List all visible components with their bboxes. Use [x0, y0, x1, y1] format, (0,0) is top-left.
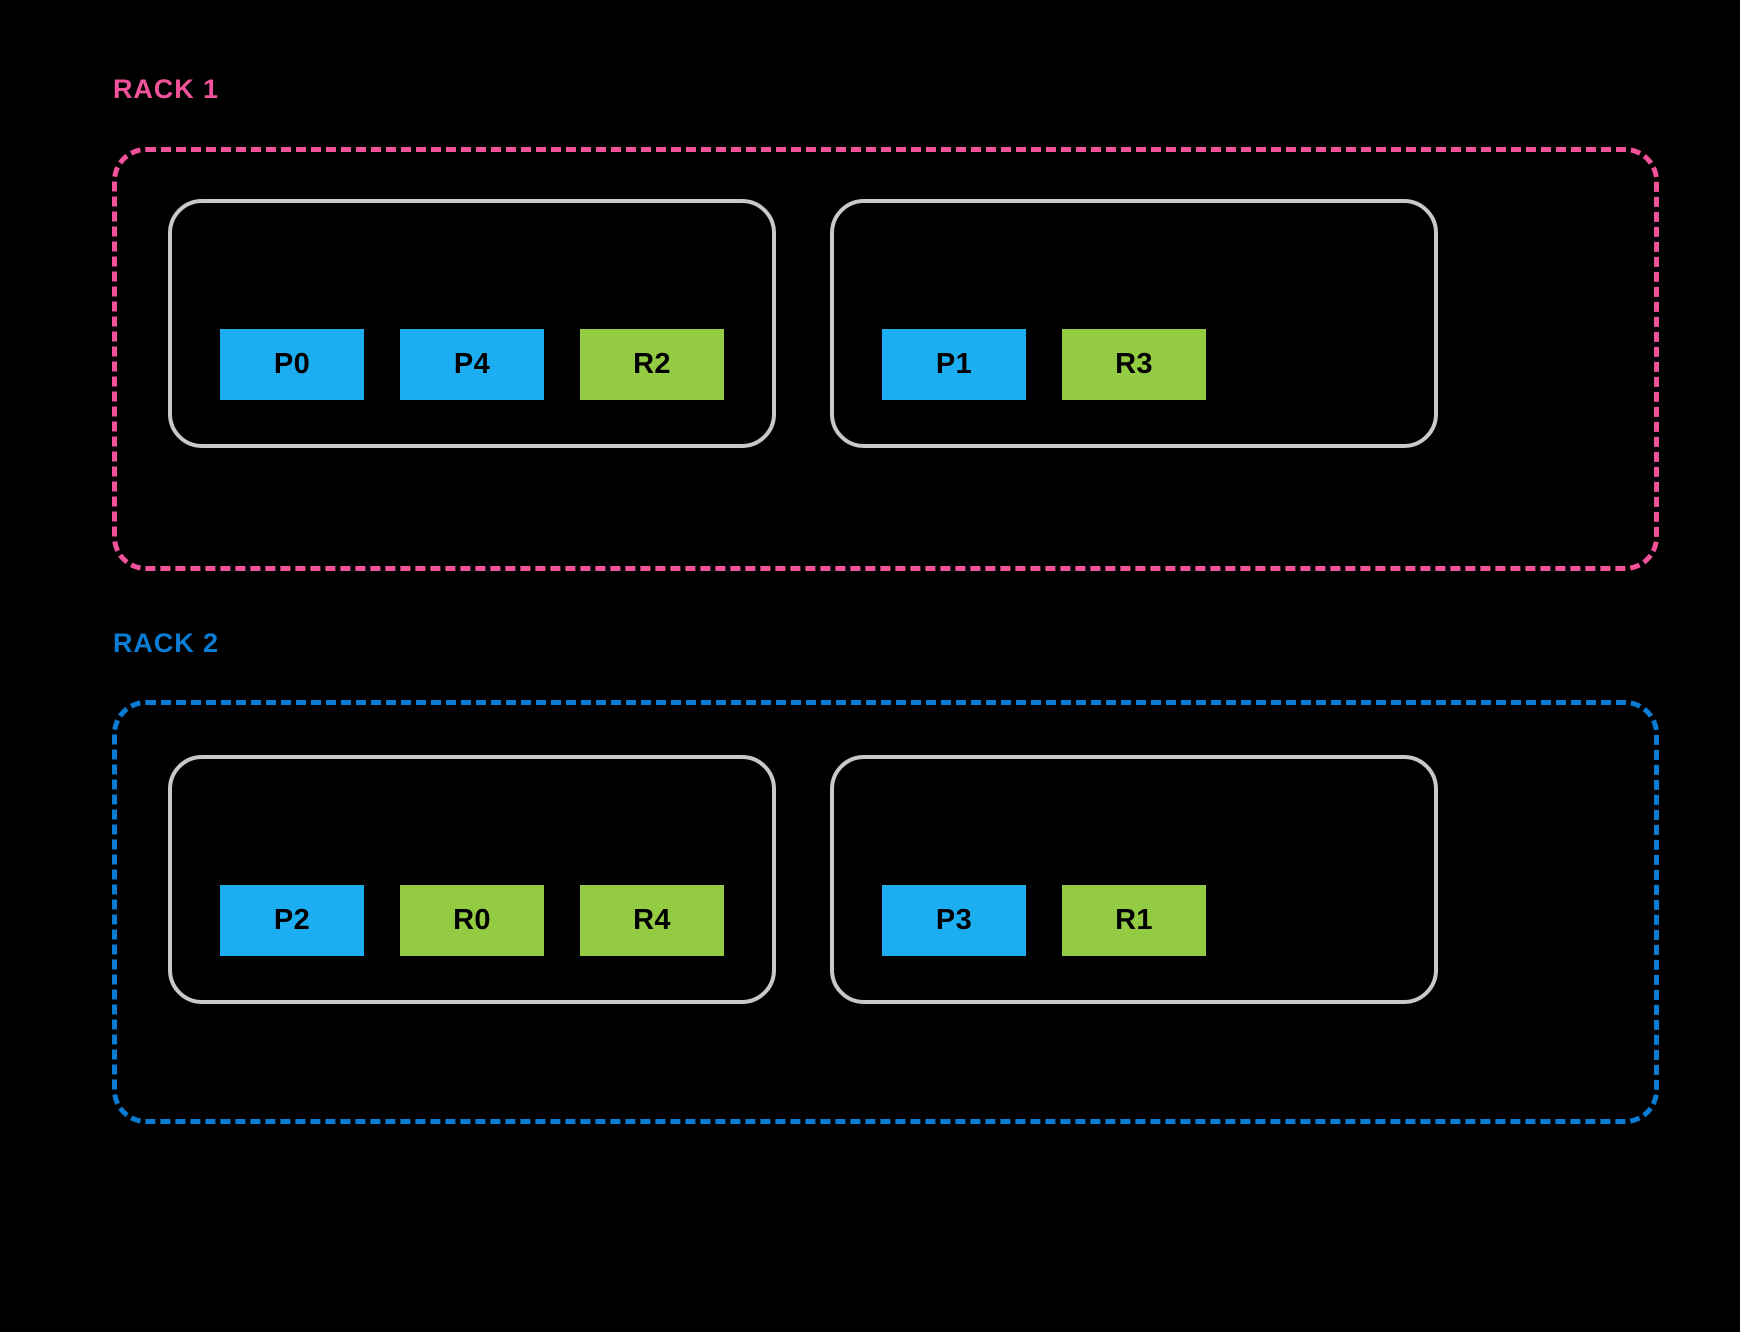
rack-2-node-1[interactable]: P2 R0 R4 — [168, 755, 776, 1004]
rack-2-label: RACK 2 — [113, 628, 219, 658]
replica-chip-r2[interactable]: R2 — [580, 329, 724, 400]
rack-2-boundary — [112, 700, 1659, 1124]
replica-chip-r4[interactable]: R4 — [580, 885, 724, 956]
rack-1-node-1-chip-row: P0 P4 R2 — [172, 329, 772, 400]
rack-2-node-2[interactable]: P3 R1 — [830, 755, 1438, 1004]
replica-chip-r1[interactable]: R1 — [1062, 885, 1206, 956]
rack-1-node-1[interactable]: P0 P4 R2 — [168, 199, 776, 448]
partition-chip-p0[interactable]: P0 — [220, 329, 364, 400]
rack-1-boundary — [112, 147, 1659, 571]
partition-chip-p4[interactable]: P4 — [400, 329, 544, 400]
partition-chip-p1[interactable]: P1 — [882, 329, 1026, 400]
replica-chip-r3[interactable]: R3 — [1062, 329, 1206, 400]
rack-1-node-2-chip-row: P1 R3 — [834, 329, 1434, 400]
rack-2-node-1-chip-row: P2 R0 R4 — [172, 885, 772, 956]
partition-chip-p2[interactable]: P2 — [220, 885, 364, 956]
rack-1-label: RACK 1 — [113, 74, 219, 104]
replica-chip-r0[interactable]: R0 — [400, 885, 544, 956]
rack-2-node-2-chip-row: P3 R1 — [834, 885, 1434, 956]
rack-1-node-2[interactable]: P1 R3 — [830, 199, 1438, 448]
partition-chip-p3[interactable]: P3 — [882, 885, 1026, 956]
